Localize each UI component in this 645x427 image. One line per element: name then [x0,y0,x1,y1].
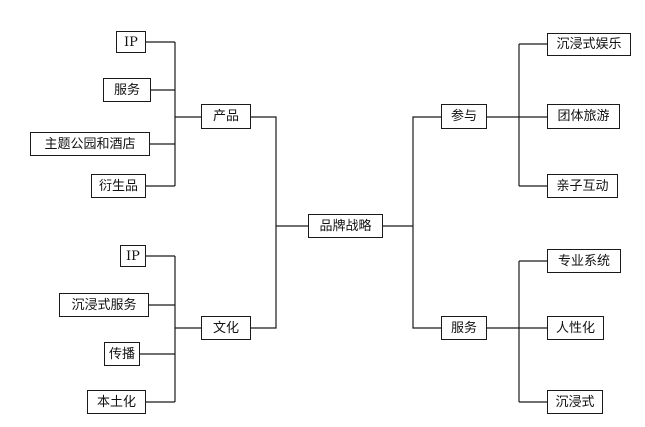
node-product-ip: IP [116,31,146,53]
node-localization: 本土化 [87,390,146,414]
node-participation: 参与 [441,104,487,129]
connector-service-branch [487,260,547,403]
node-group-travel: 团体旅游 [547,104,620,129]
node-service: 服务 [441,316,487,340]
node-product: 产品 [201,104,251,129]
node-culture: 文化 [201,316,251,340]
connector-product-branch [146,41,201,187]
node-culture-ip: IP [120,245,146,267]
node-derivatives: 衍生品 [91,174,146,198]
connector-participation-branch [487,43,547,187]
node-professional-system: 专业系统 [547,249,621,273]
node-humanized: 人性化 [547,316,604,340]
node-communication: 传播 [104,342,140,366]
connector-root-left [251,116,308,329]
node-product-service: 服务 [103,78,151,102]
connector-culture-branch [140,255,201,403]
node-theme-park-hotel: 主题公园和酒店 [30,132,150,156]
node-immersive-entertainment: 沉浸式娱乐 [547,33,631,56]
root-node: 品牌战略 [308,214,383,238]
node-parent-child-interaction: 亲子互动 [547,174,618,198]
node-immersive: 沉浸式 [547,390,603,414]
connector-root-right [383,116,441,329]
node-immersive-service: 沉浸式服务 [59,293,149,317]
